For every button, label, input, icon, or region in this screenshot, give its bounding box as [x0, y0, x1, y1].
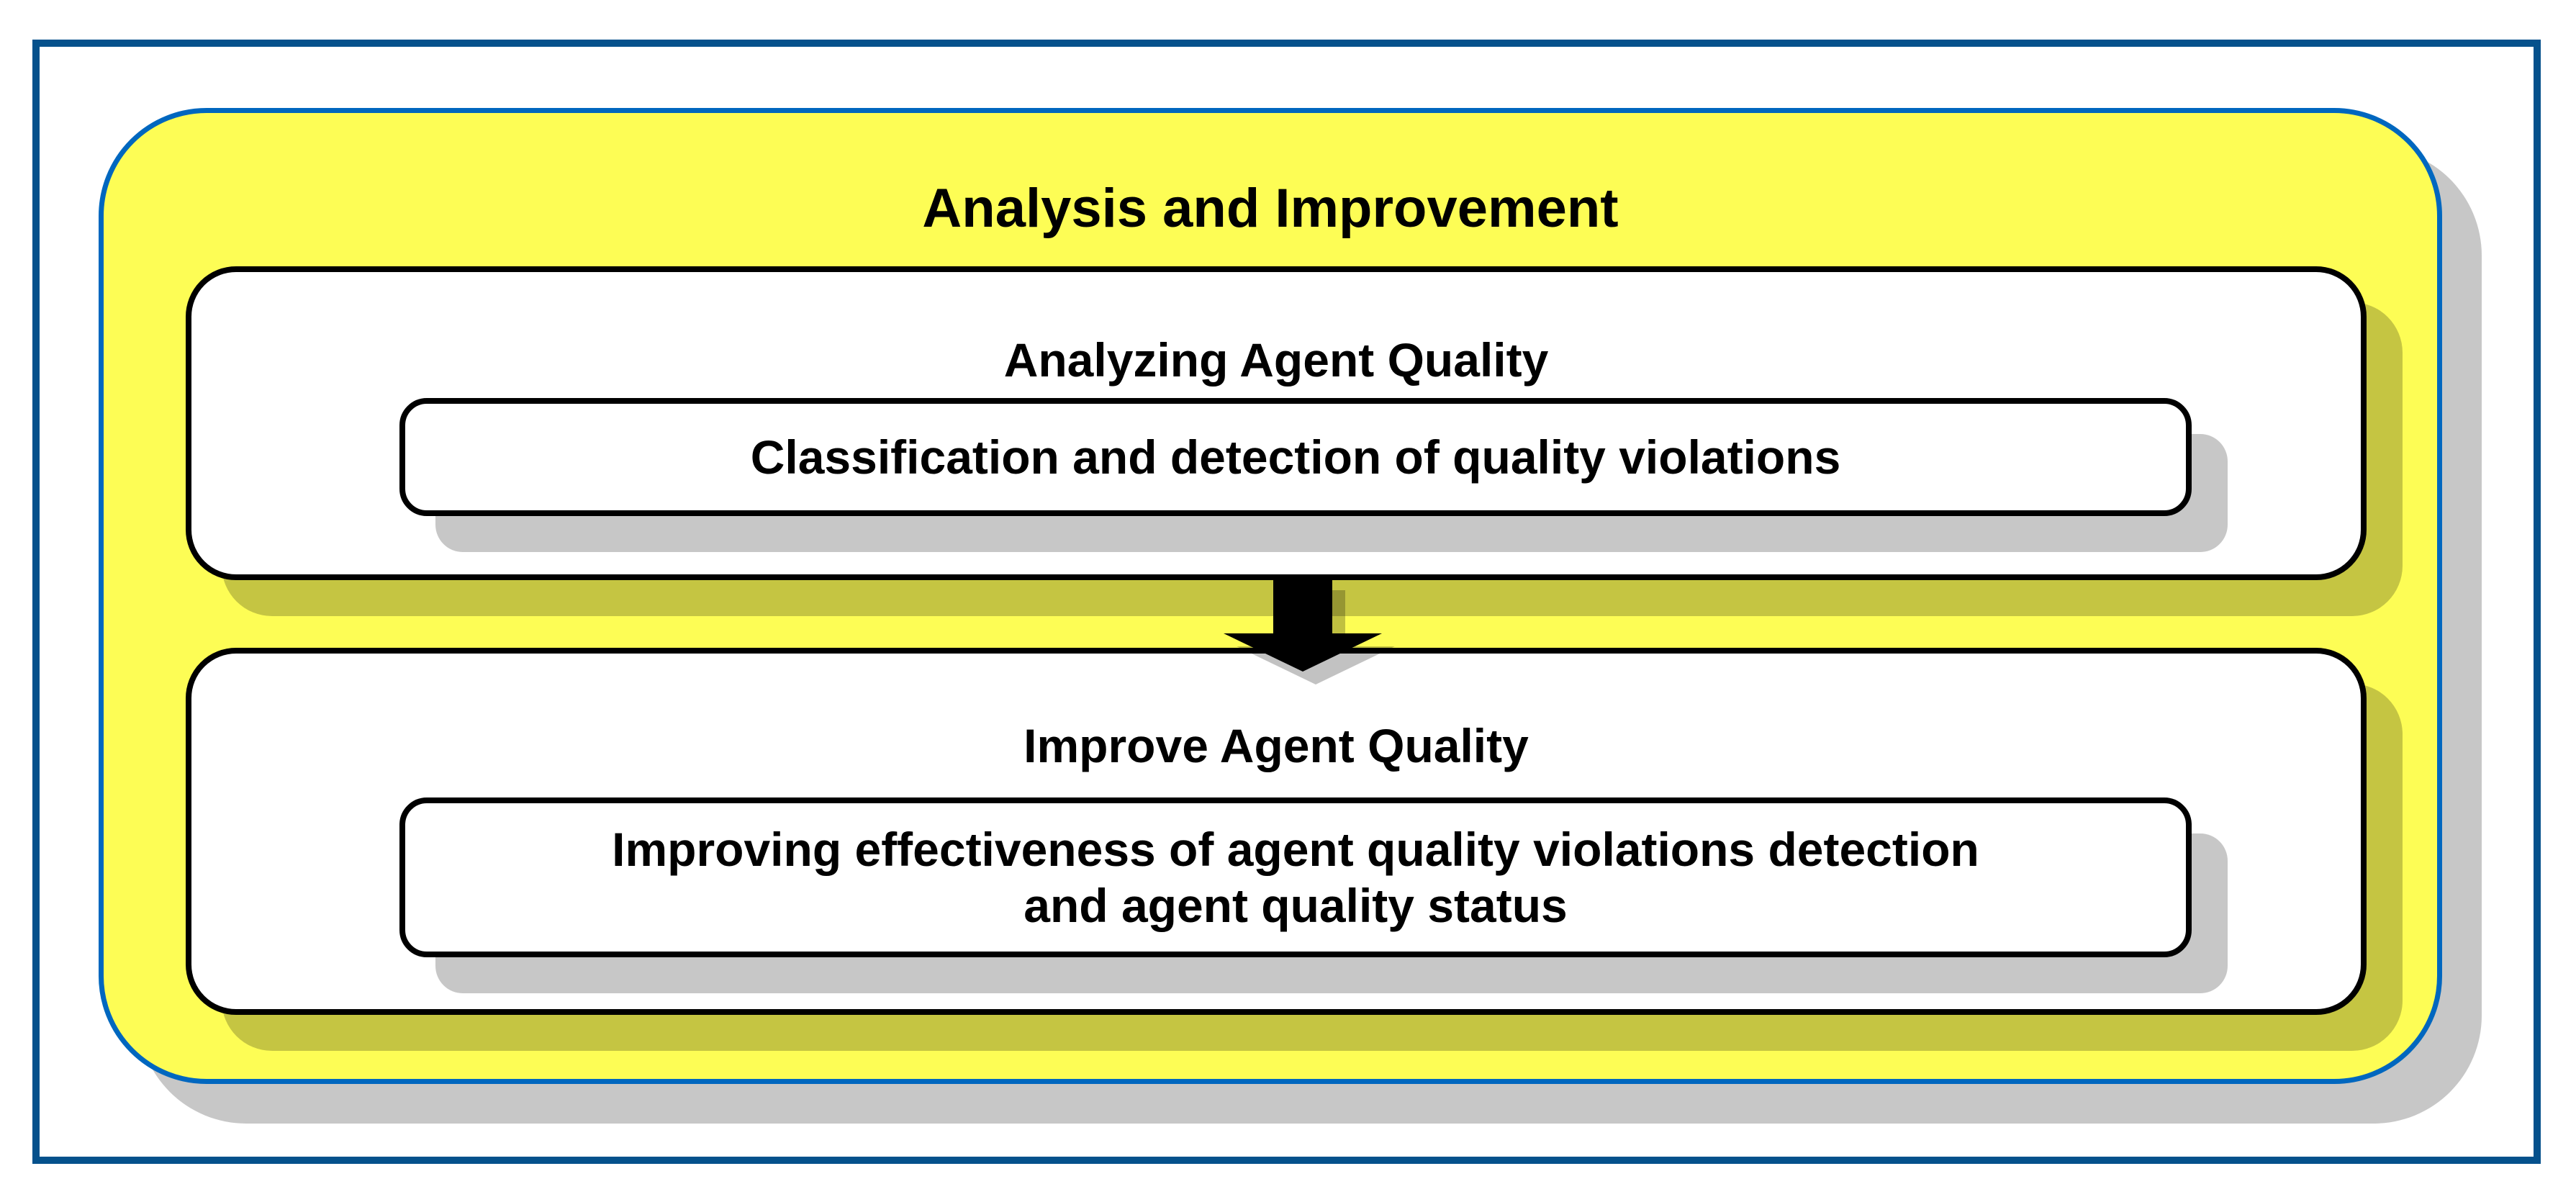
stage1-title: Analyzing Agent Quality	[1003, 333, 1549, 387]
stage2-detail-box: Improving effectiveness of agent quality…	[399, 797, 2192, 957]
analysis-improvement-container: Analysis and Improvement Analyzing Agent…	[99, 108, 2442, 1084]
stage2-detail-line1: Improving effectiveness of agent quality…	[612, 823, 1979, 876]
stage-analyzing-agent-quality: Analyzing Agent Quality Classification a…	[186, 266, 2367, 580]
stage2-title: Improve Agent Quality	[1023, 719, 1529, 772]
down-arrow-icon	[1224, 577, 1395, 684]
down-arrow-body	[1224, 577, 1382, 672]
stage1-detail-text: Classification and detection of quality …	[750, 430, 1841, 484]
outer-frame	[32, 40, 2541, 1164]
stage-improve-agent-quality: Improve Agent Quality Improving effectiv…	[186, 648, 2367, 1015]
stage2-detail-line2: and agent quality status	[1023, 879, 1568, 932]
container-title: Analysis and Improvement	[922, 178, 1619, 239]
stage1-detail-box: Classification and detection of quality …	[399, 398, 2192, 516]
